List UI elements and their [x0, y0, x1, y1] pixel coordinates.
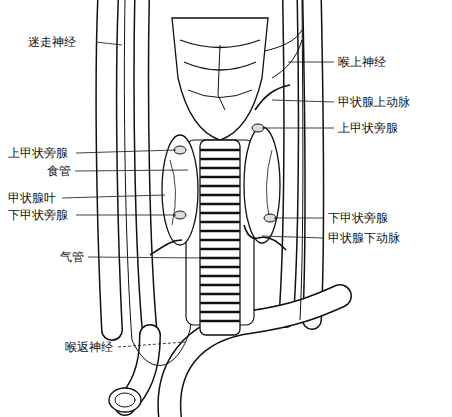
anatomy-label: 甲状腺下动脉 — [328, 231, 400, 245]
anatomy-label: 食管 — [47, 164, 71, 178]
anatomy-label: 喉返神经 — [65, 340, 113, 354]
anatomy-label: 甲状腺叶 — [8, 191, 56, 205]
anatomy-label: 下甲状旁腺 — [8, 208, 68, 222]
anatomy-label: 气管 — [60, 250, 84, 264]
anatomy-label: 上甲状旁腺 — [8, 146, 68, 160]
anatomy-label: 迷走神经 — [28, 35, 76, 49]
larynx — [172, 18, 268, 140]
anatomy-label: 喉上神经 — [338, 55, 386, 69]
nerves — [124, 0, 303, 365]
anatomy-label: 下甲状旁腺 — [328, 211, 388, 225]
parathyroids — [174, 124, 276, 222]
vessels — [106, 0, 340, 417]
leader-lines — [62, 42, 334, 347]
anatomy-label: 上甲状旁腺 — [338, 121, 398, 135]
anatomy-label: 甲状腺上动脉 — [338, 95, 410, 109]
trachea — [200, 140, 240, 335]
thyroid-lobes — [162, 127, 280, 245]
